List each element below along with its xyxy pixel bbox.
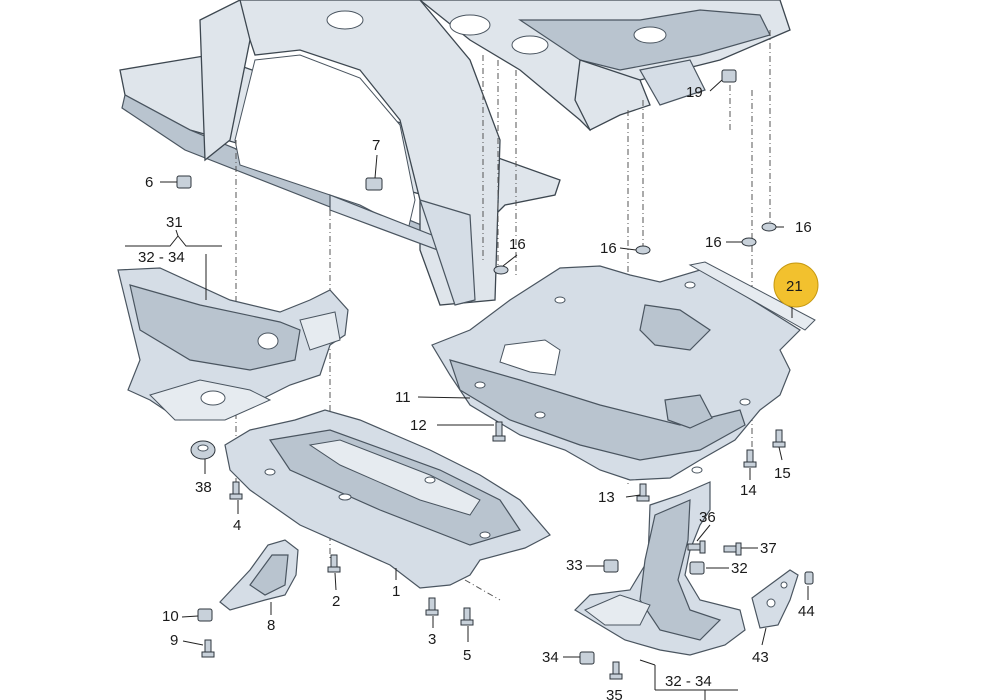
callout-15: 15 bbox=[774, 465, 791, 482]
callout-5: 5 bbox=[463, 647, 471, 664]
front-frame-assembly bbox=[119, 0, 791, 306]
callout-2: 2 bbox=[332, 593, 340, 610]
callout-14: 14 bbox=[740, 482, 757, 499]
callout-labels: 1 2 3 4 5 6 7 8 9 10 11 12 13 14 15 16 1… bbox=[138, 84, 815, 700]
wheel-arch-liner-right bbox=[574, 481, 746, 656]
screw-37 bbox=[723, 542, 742, 556]
callout-11: 11 bbox=[395, 389, 411, 406]
callout-36: 36 bbox=[699, 509, 716, 526]
highlight-marker bbox=[773, 262, 819, 308]
screw-36 bbox=[687, 540, 706, 554]
callout-9: 9 bbox=[170, 632, 178, 649]
bolt-2 bbox=[327, 554, 341, 573]
callout-38: 38 bbox=[195, 479, 212, 496]
fasteners bbox=[176, 69, 814, 680]
callout-35: 35 bbox=[606, 687, 623, 700]
bolt-15 bbox=[772, 429, 786, 448]
callout-7: 7 bbox=[372, 137, 380, 154]
callout-32-34-left: 32 - 34 bbox=[138, 249, 185, 266]
underbody-panel-front bbox=[224, 409, 551, 589]
callout-4: 4 bbox=[233, 517, 241, 534]
callout-32-34-bottom: 32 - 34 bbox=[665, 673, 712, 690]
callout-13: 13 bbox=[598, 489, 615, 506]
callout-33: 33 bbox=[566, 557, 583, 574]
callout-32: 32 bbox=[731, 560, 748, 577]
callout-6: 6 bbox=[145, 174, 153, 191]
bolt-13 bbox=[636, 483, 650, 502]
bolt-14 bbox=[743, 449, 757, 468]
bolt-44 bbox=[804, 571, 814, 585]
bolt-9 bbox=[201, 639, 215, 658]
callout-12: 12 bbox=[410, 417, 427, 434]
callout-34: 34 bbox=[542, 649, 559, 666]
air-deflector bbox=[219, 539, 299, 611]
underbody-panel-main bbox=[431, 265, 801, 481]
rear-underbody-strip bbox=[688, 261, 816, 331]
callout-19: 19 bbox=[686, 84, 703, 101]
callout-16-c: 16 bbox=[705, 234, 722, 251]
callout-8: 8 bbox=[267, 617, 275, 634]
callout-44: 44 bbox=[798, 603, 815, 620]
wheel-arch-liner-left bbox=[117, 267, 349, 421]
callout-1: 1 bbox=[392, 583, 400, 600]
bracket-43 bbox=[751, 569, 799, 629]
bolt-35 bbox=[609, 661, 623, 680]
bolt-4 bbox=[229, 481, 243, 500]
callout-43: 43 bbox=[752, 649, 769, 666]
callout-37: 37 bbox=[760, 540, 777, 557]
callout-3: 3 bbox=[428, 631, 436, 648]
leader-lines bbox=[125, 79, 809, 700]
callout-16-d: 16 bbox=[795, 219, 812, 236]
bolt-5 bbox=[460, 607, 474, 626]
callout-10: 10 bbox=[162, 608, 179, 625]
callout-16-b: 16 bbox=[600, 240, 617, 257]
bolt-3 bbox=[425, 597, 439, 616]
callout-31: 31 bbox=[166, 214, 183, 231]
callout-21: 21 bbox=[786, 278, 803, 295]
callout-16-a: 16 bbox=[509, 236, 526, 253]
bolt-12 bbox=[492, 421, 506, 442]
